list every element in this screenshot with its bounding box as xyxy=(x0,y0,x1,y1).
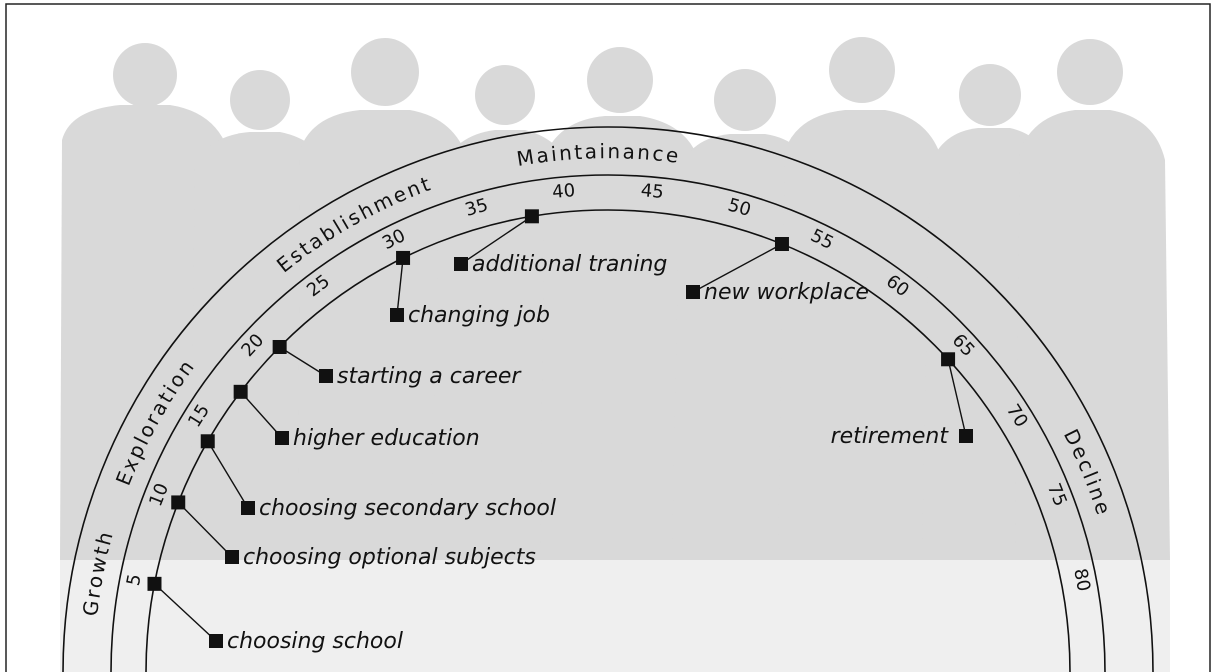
event-label: starting a career xyxy=(337,364,522,389)
event-label: additional traning xyxy=(472,252,667,277)
event-retirement: retirement xyxy=(831,352,973,449)
track-marker xyxy=(524,209,539,224)
event-changing-job: changing job xyxy=(390,250,550,328)
track-marker xyxy=(233,384,248,399)
track-marker xyxy=(171,495,186,510)
label-marker xyxy=(225,550,239,564)
label-marker xyxy=(241,501,255,515)
track-marker xyxy=(941,352,956,367)
event-choosing-secondary-school: choosing secondary school xyxy=(200,434,556,521)
event-label: higher education xyxy=(293,426,480,451)
leader-line xyxy=(177,501,233,558)
age-tick-45: 45 xyxy=(640,180,665,203)
event-choosing-optional-subjects: choosing optional subjects xyxy=(171,495,536,570)
arc-bands xyxy=(62,126,1154,672)
leader-line xyxy=(396,257,404,316)
age-tick-5: 5 xyxy=(123,572,146,587)
label-marker xyxy=(454,257,468,271)
event-label: retirement xyxy=(831,424,950,449)
event-choosing-school: choosing school xyxy=(147,576,403,654)
leader-line xyxy=(947,359,967,437)
event-additional-traning: additional traning xyxy=(454,209,667,277)
age-tick-40: 40 xyxy=(551,180,576,203)
leader-line xyxy=(692,243,783,293)
leader-line xyxy=(460,215,533,265)
event-track-arc xyxy=(145,209,1071,672)
label-marker xyxy=(390,308,404,322)
label-marker xyxy=(959,429,973,443)
event-higher-education: higher education xyxy=(233,384,480,451)
track-marker xyxy=(200,434,215,449)
career-events: choosing school choosing optional subject… xyxy=(147,209,973,654)
event-label: new workplace xyxy=(704,280,869,305)
leader-line xyxy=(154,583,217,642)
middle-arc xyxy=(110,174,1106,672)
label-marker xyxy=(209,634,223,648)
label-marker xyxy=(319,369,333,383)
leader-line xyxy=(207,440,249,509)
event-label: changing job xyxy=(408,303,550,328)
label-marker xyxy=(275,431,289,445)
leader-line xyxy=(279,346,327,377)
outer-arc xyxy=(62,126,1154,672)
diagram-frame xyxy=(5,3,1211,672)
event-label: choosing optional subjects xyxy=(243,545,536,570)
leader-line xyxy=(240,391,283,439)
event-new-workplace: new workplace xyxy=(686,237,869,305)
business-people-silhouette xyxy=(60,37,1170,672)
track-marker xyxy=(774,237,789,252)
age-tick-80: 80 xyxy=(1069,567,1094,593)
event-label: choosing school xyxy=(227,629,403,654)
label-marker xyxy=(686,285,700,299)
track-marker xyxy=(396,250,411,265)
event-starting-a-career: starting a career xyxy=(272,339,522,389)
track-marker xyxy=(147,576,162,591)
event-label: choosing secondary school xyxy=(259,496,556,521)
track-marker xyxy=(272,339,287,354)
